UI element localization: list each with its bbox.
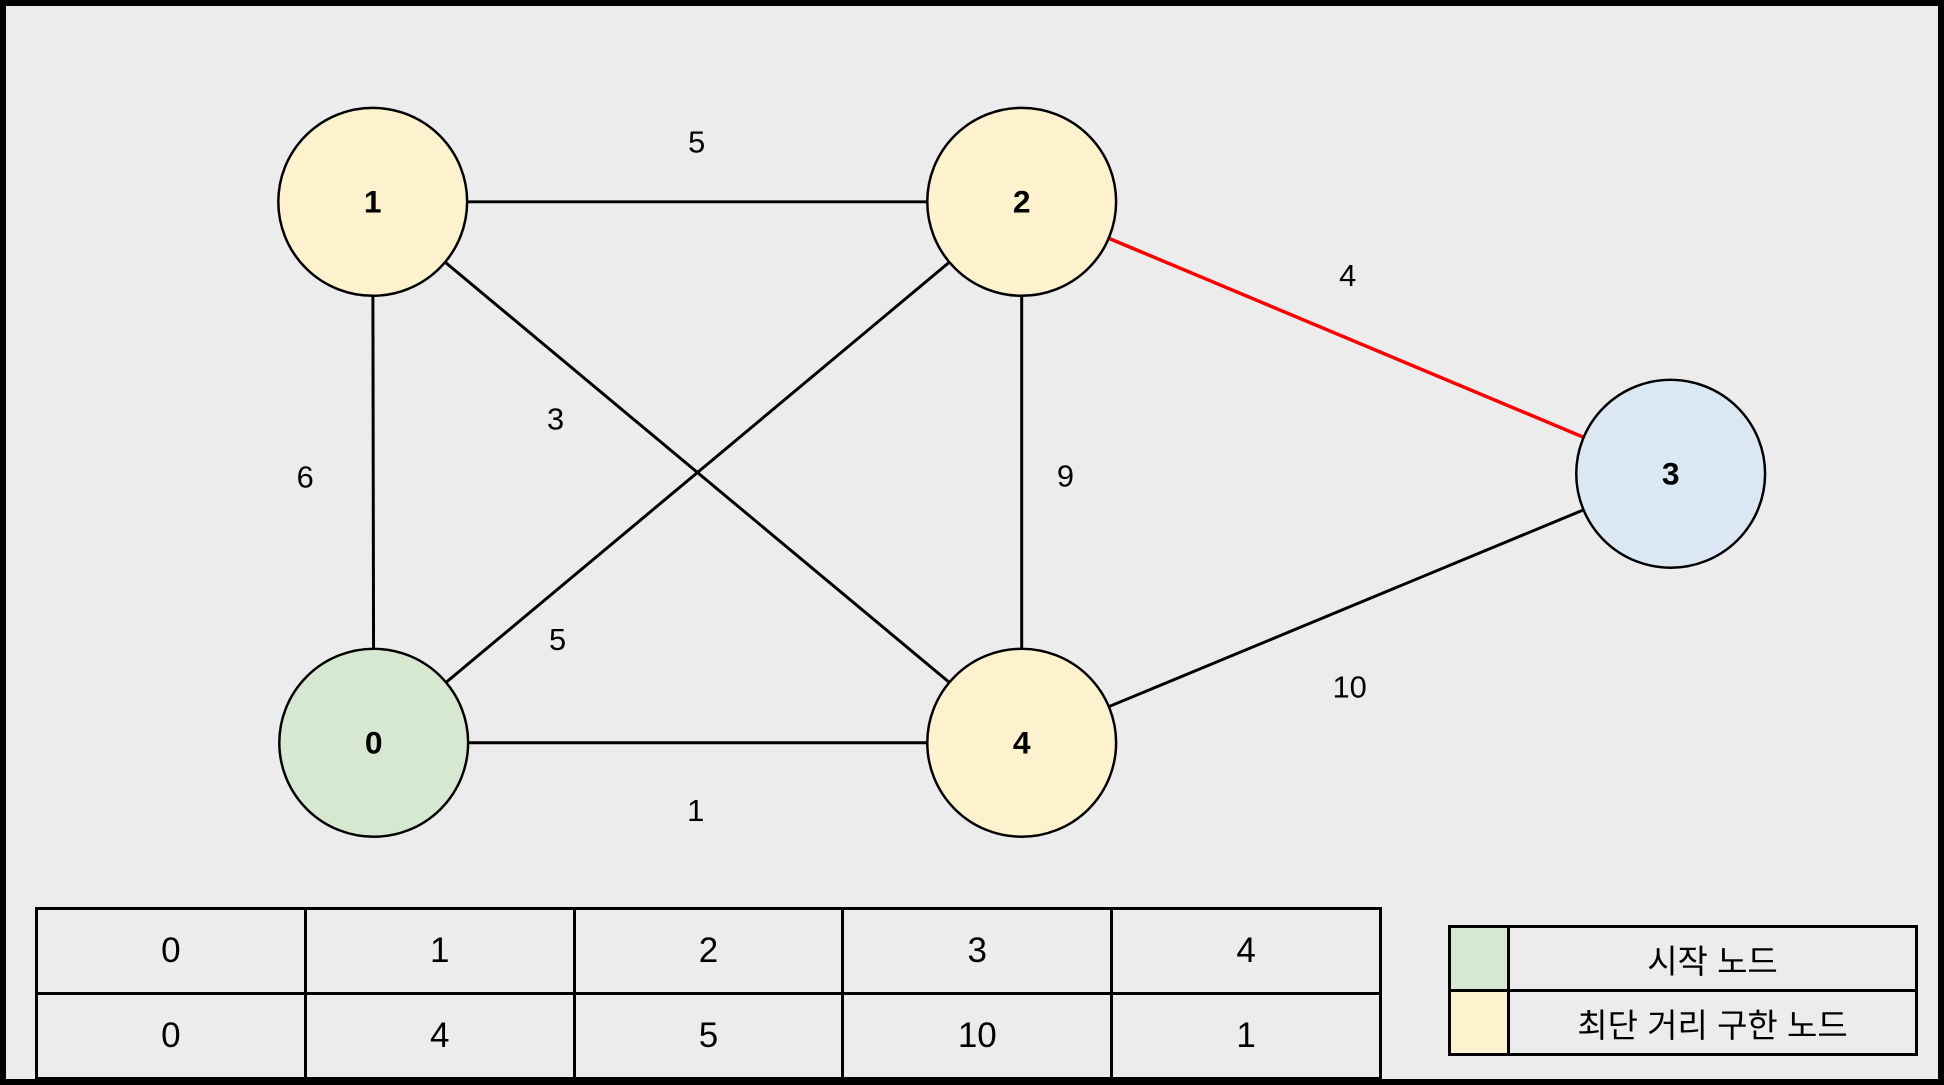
edge-2-3	[1021, 200, 1672, 476]
edge-0-4-weight-label: 1	[687, 793, 704, 828]
edge-2-4-weight-label: 9	[1057, 459, 1074, 494]
node-2-label: 2	[1013, 184, 1031, 220]
node-0-label: 0	[365, 725, 383, 761]
edge-2-3-weight-label: 4	[1339, 258, 1356, 293]
node-0-circle	[278, 647, 470, 838]
node-3-label: 3	[1662, 456, 1680, 492]
node-1-circle	[277, 106, 469, 297]
legend-label-0: 시작 노드	[1507, 925, 1918, 992]
graph-svg: 5 4 6 3 5 9 1 10 0 1 2 3 4	[277, 106, 1767, 838]
edge-0-2	[372, 200, 1023, 744]
node-0: 0	[278, 647, 470, 838]
legend-label-1: 최단 거리 구한 노드	[1507, 989, 1918, 1056]
edge-0-2-weight-label: 5	[549, 622, 566, 657]
nodes-layer: 0 1 2 3 4	[277, 106, 1767, 838]
distance-table-node-id-cell-3: 3	[841, 907, 1114, 995]
legend-row-0: 시작 노드	[1448, 925, 1918, 992]
distance-table-distance-cell-1: 4	[303, 992, 576, 1079]
legend-swatch-node_yellow	[1448, 989, 1510, 1056]
legend-row-1: 최단 거리 구한 노드	[1448, 989, 1918, 1056]
distance-table-node-id-cell-2: 2	[572, 907, 845, 995]
node-3-circle	[1575, 378, 1767, 569]
edge-0-1-weight-label: 6	[297, 460, 314, 495]
distance-table-distance-cell-2: 5	[572, 992, 845, 1079]
node-1: 1	[277, 106, 469, 297]
edge-4-3-weight-label: 10	[1333, 669, 1367, 704]
distance-table-distance-cell-3: 10	[841, 992, 1114, 1079]
distance-table-distance-cell-0: 0	[35, 992, 307, 1079]
distance-table-node-id-cell-0: 0	[35, 907, 307, 995]
node-4: 4	[926, 647, 1118, 838]
distance-table-node-id-cell-4: 4	[1110, 907, 1382, 995]
edge-1-4-weight-label: 3	[547, 401, 564, 436]
node-4-circle	[926, 647, 1118, 838]
edge-4-3	[1021, 472, 1672, 745]
distance-table-distance-cell-4: 1	[1110, 992, 1382, 1079]
distance-table-node-id-cell-1: 1	[303, 907, 576, 995]
node-1-label: 1	[364, 184, 382, 220]
legend-swatch-node_green	[1448, 925, 1510, 992]
node-2-circle	[926, 106, 1118, 297]
node-4-label: 4	[1013, 725, 1031, 761]
edge-1-2-weight-label: 5	[688, 124, 705, 159]
node-2: 2	[926, 106, 1118, 297]
node-3: 3	[1575, 378, 1767, 569]
